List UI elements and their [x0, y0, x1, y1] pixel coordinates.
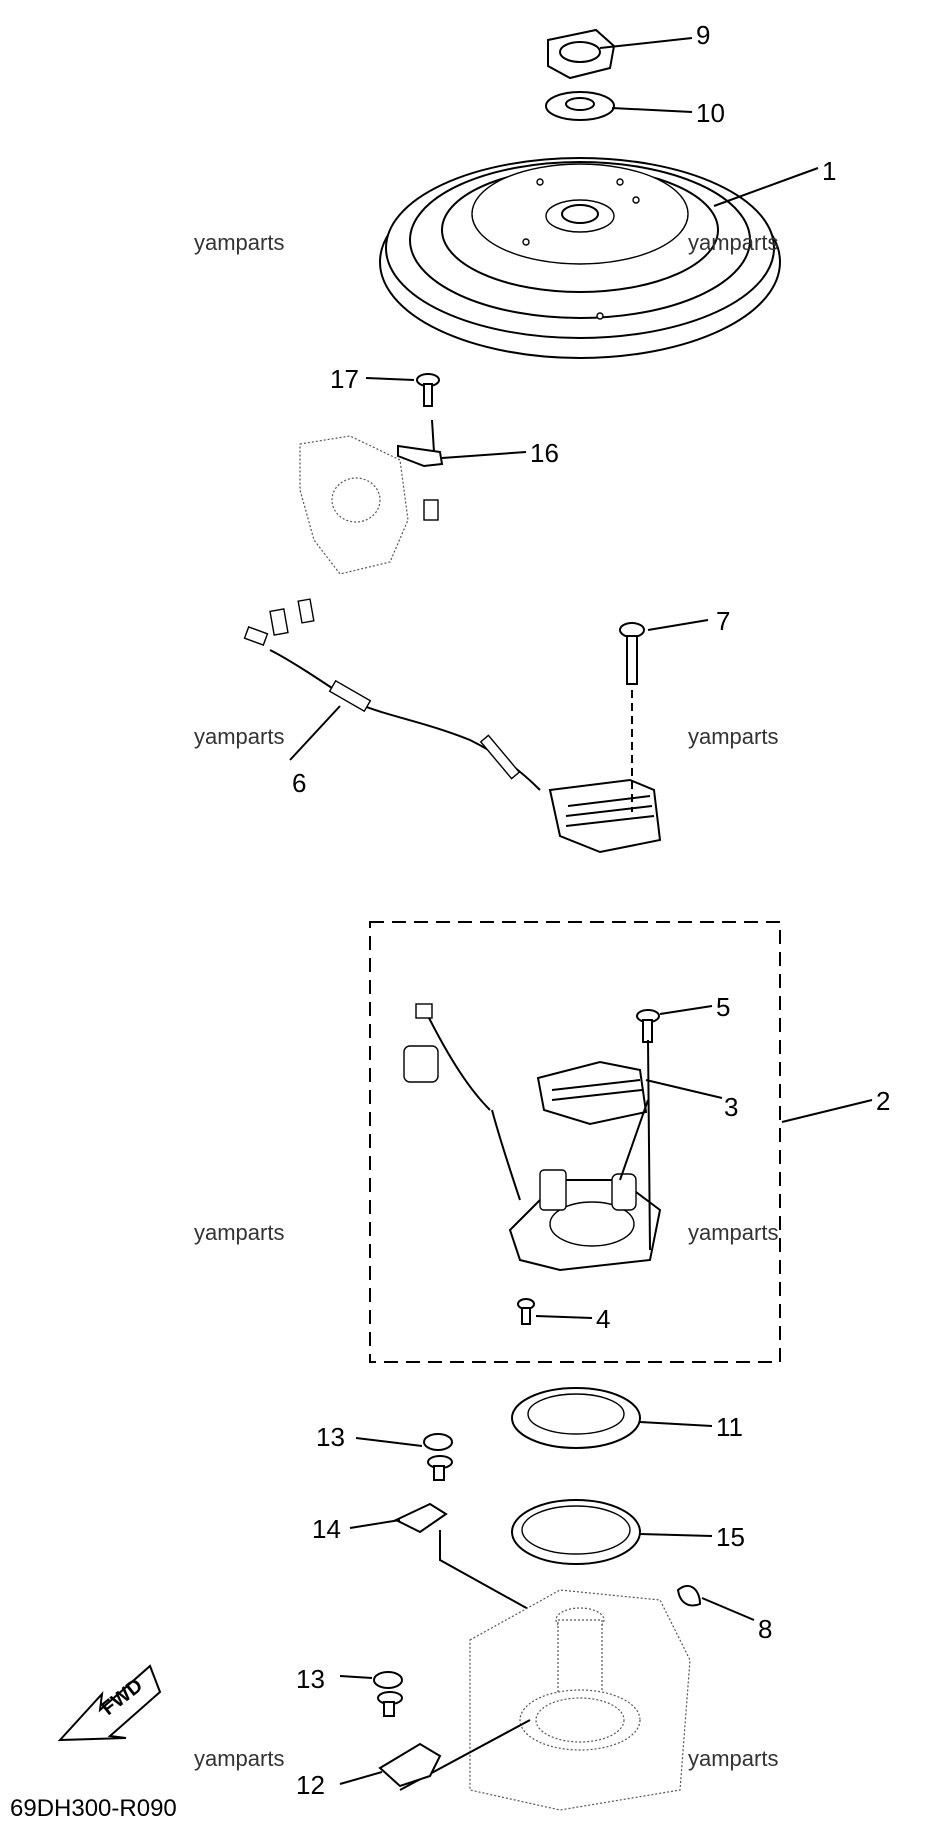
callout-8: 8 [758, 1614, 772, 1644]
callout-1: 1 [822, 156, 836, 186]
part-4-screw [517, 1298, 593, 1325]
part-17-screw [365, 373, 440, 407]
callout-13-lower: 13 [296, 1664, 325, 1694]
assembly-box-part-2 [369, 921, 781, 1363]
callout-9: 9 [696, 20, 710, 50]
callout-11: 11 [716, 1412, 743, 1442]
part-13-screw-lower [339, 1671, 403, 1717]
part-6-coil [243, 598, 662, 854]
callout-2: 2 [876, 1086, 890, 1116]
part-9-nut [547, 28, 693, 80]
part-2-stator [403, 1003, 662, 1272]
callout-10: 10 [696, 98, 725, 128]
callout-4: 4 [596, 1304, 610, 1334]
watermark: yamparts [688, 1746, 778, 1771]
callout-12: 12 [296, 1770, 325, 1800]
part-14-clamp [349, 1502, 531, 1611]
callout-5: 5 [716, 992, 730, 1022]
part-5-screw [636, 1005, 713, 1043]
part-16-clamp [299, 419, 527, 575]
watermark: yamparts [194, 1746, 284, 1771]
callout-15: 15 [716, 1522, 745, 1552]
watermark: yamparts [194, 230, 284, 255]
callout-16: 16 [530, 438, 559, 468]
callout-7: 7 [716, 606, 730, 636]
watermark: yamparts [194, 724, 284, 749]
part-12-clamp [339, 1742, 442, 1788]
watermark: yamparts [688, 1220, 778, 1245]
part-13-screw-upper [355, 1433, 453, 1481]
part-8-key [676, 1585, 755, 1621]
callout-14: 14 [312, 1514, 341, 1544]
part-15-ring [511, 1499, 713, 1565]
part-3-coil [536, 1060, 723, 1126]
watermark: yamparts [688, 724, 778, 749]
part-7-bolt [619, 619, 709, 812]
callout-17: 17 [330, 364, 359, 394]
watermark: yamparts [194, 1220, 284, 1245]
part-1-flywheel [379, 157, 819, 359]
leader-part-2 [781, 1099, 873, 1123]
fwd-arrow-icon: FWD [57, 1664, 162, 1742]
part-code: 69DH300-R090 [10, 1795, 177, 1822]
part-11-ring [511, 1387, 713, 1449]
callout-3: 3 [724, 1092, 738, 1122]
crankcase-ghost [399, 1589, 691, 1811]
callout-13-upper: 13 [316, 1422, 345, 1452]
watermark: yamparts [688, 230, 778, 255]
part-10-washer [545, 91, 693, 121]
callout-6: 6 [292, 768, 306, 798]
